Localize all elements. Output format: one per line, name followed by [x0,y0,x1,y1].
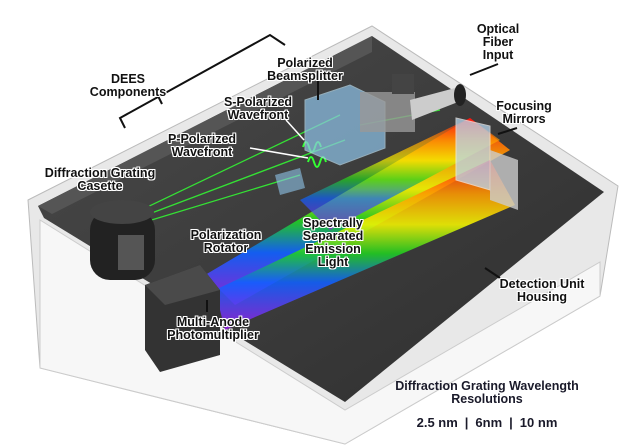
separator: | [509,415,513,430]
label-dees-components: DEES Components [90,73,166,99]
label-line: Photomultiplier [167,329,259,342]
label-line: Rotator [191,242,262,255]
label-detection-unit-housing: Detection Unit Housing [500,278,585,304]
label-line: Housing [500,291,585,304]
fiber-housing [360,92,415,132]
label-multi-anode-photomultiplier: Multi-Anode Photomultiplier [167,316,259,342]
label-p-polarized-wavefront: P-Polarized Wavefront [168,133,236,159]
grating-window [118,235,144,270]
resolution-value: 6nm [475,415,502,430]
label-focusing-mirrors: Focusing Mirrors [496,100,552,126]
grating-cassette-top [90,200,154,224]
label-polarization-rotator: Polarization Rotator [191,229,262,255]
resolutions-title: Resolutions [395,393,579,406]
resolutions-caption: Diffraction Grating Wavelength Resolutio… [395,380,579,429]
label-line: Light [303,256,363,269]
label-diffraction-grating-casette: Diffraction Grating Casette [45,167,155,193]
resolution-value: 2.5 nm [417,415,458,430]
label-line: Casette [45,180,155,193]
label-line: Components [90,86,166,99]
label-line: Wavefront [168,146,236,159]
fiber-block [392,74,414,94]
label-line: Beamsplitter [267,70,343,83]
resolution-values: 2.5 nm | 6nm | 10 nm [395,416,579,429]
resolution-value: 10 nm [520,415,558,430]
focusing-mirror-2 [490,150,518,210]
label-polarized-beamsplitter: Polarized Beamsplitter [267,57,343,83]
label-spectrally-separated-emission-light: Spectrally Separated Emission Light [303,217,363,269]
label-line: Wavefront [224,109,292,122]
label-optical-fiber-input: Optical Fiber Input [477,23,519,62]
fiber-port [454,84,466,106]
label-line: Input [477,49,519,62]
separator: | [465,415,469,430]
focusing-mirror-1 [456,118,490,190]
label-line: Mirrors [496,113,552,126]
label-s-polarized-wavefront: S-Polarized Wavefront [224,96,292,122]
